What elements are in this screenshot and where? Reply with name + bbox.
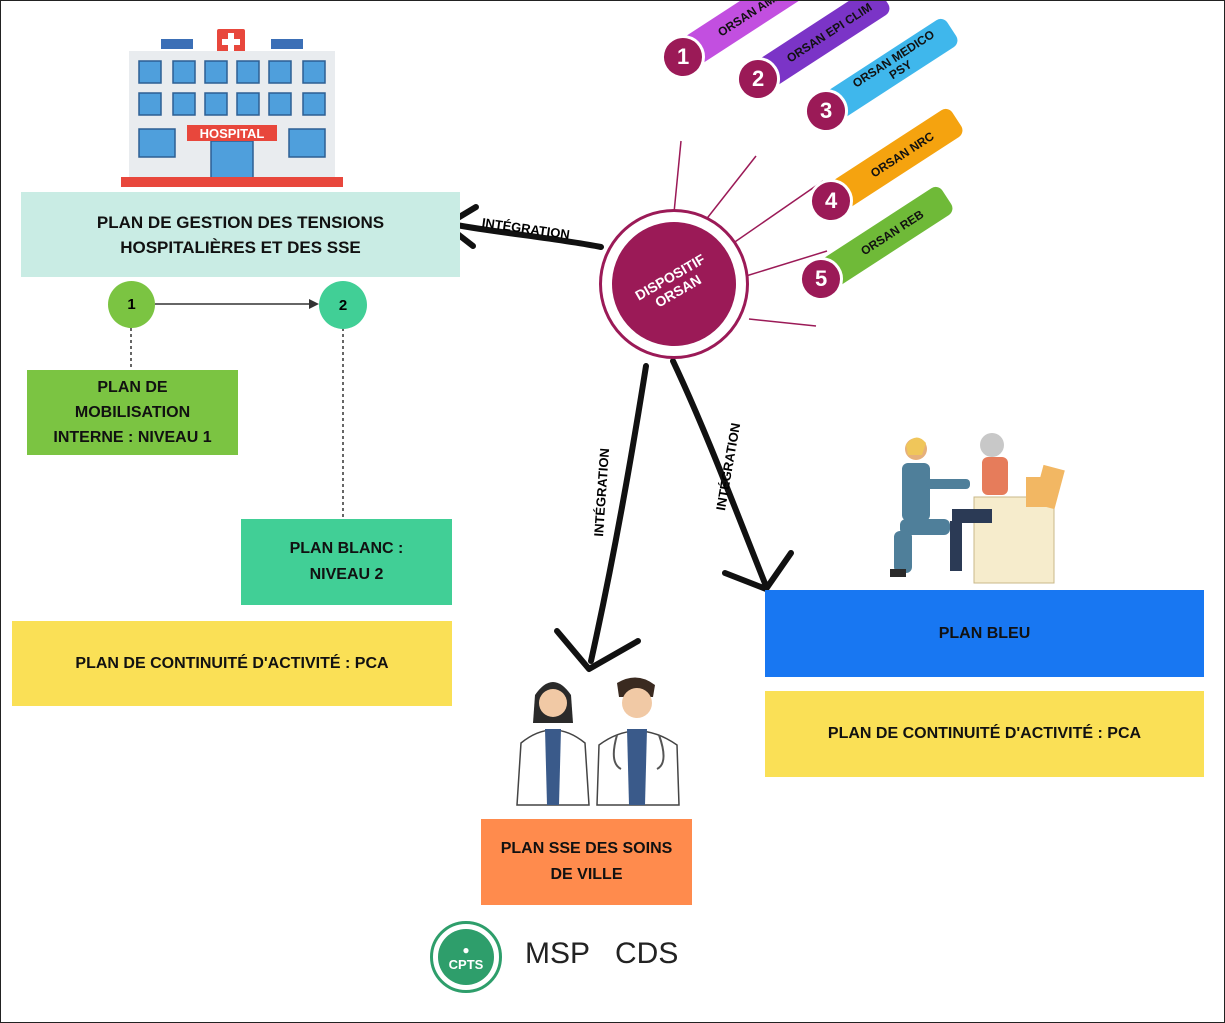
cpts-logo-core: ● CPTS (438, 929, 494, 985)
tensions-plan-box: PLAN DE GESTION DES TENSIONS HOSPITALIÈR… (21, 192, 460, 277)
orsan-badge-number-text: 2 (751, 66, 765, 91)
integration-arrow-right (670, 358, 769, 589)
step-one-number: 1 (127, 296, 136, 313)
step-two-number: 2 (338, 296, 348, 314)
hospital-sign: HOSPITAL (200, 126, 265, 141)
cpts-label: CPTS (448, 956, 484, 972)
plan-bleu-label: PLAN BLEU (938, 624, 1031, 642)
pin-icon: ● (462, 942, 470, 957)
orsan-badge-number-text: 3 (819, 98, 833, 123)
msp-label: MSP (525, 937, 591, 970)
sse-ville-label: PLAN SSE DES SOINS DE VILLE (500, 840, 673, 883)
orsan-hub: DISPOSITIF ORSAN (589, 199, 759, 369)
mobilisation-plan-label: PLAN DE MOBILISATION INTERNE : NIVEAU 1 (53, 379, 212, 446)
elderly-care-illustration (890, 433, 1065, 584)
integration-arrowhead-right (722, 550, 794, 592)
plan-blanc-box: PLAN BLANC : NIVEAU 2 (241, 519, 452, 605)
cds-label: CDS (615, 937, 679, 970)
orsan-badge-number-text: 5 (814, 266, 828, 291)
pca-right-box: PLAN DE CONTINUITÉ D'ACTIVITÉ : PCA (765, 691, 1204, 777)
step-two-badge: 2 (319, 281, 367, 329)
sse-ville-box: PLAN SSE DES SOINS DE VILLE (481, 819, 692, 905)
mobilisation-plan-box: PLAN DE MOBILISATION INTERNE : NIVEAU 1 (27, 370, 238, 455)
doctors-illustration (516, 677, 680, 806)
pca-left-box: PLAN DE CONTINUITÉ D'ACTIVITÉ : PCA (12, 621, 452, 706)
pca-left-label: PLAN DE CONTINUITÉ D'ACTIVITÉ : PCA (75, 654, 389, 672)
step-arrowhead (309, 299, 319, 309)
cpts-logo: ● CPTS (430, 921, 502, 993)
integration-arrowhead-down (554, 628, 641, 672)
step-one-badge: 1 (108, 281, 155, 328)
integration-arrow-left (453, 222, 604, 250)
orsan-badge-number-text: 4 (824, 188, 838, 213)
orsan-badge-number-text: 1 (676, 44, 690, 69)
plan-bleu-box: PLAN BLEU (765, 590, 1204, 677)
integration-arrow-down (588, 363, 649, 664)
plan-blanc-label: PLAN BLANC : NIVEAU 2 (289, 540, 404, 583)
hospital-illustration: HOSPITAL (121, 29, 343, 187)
pca-right-label: PLAN DE CONTINUITÉ D'ACTIVITÉ : PCA (827, 725, 1142, 742)
tensions-plan-label: PLAN DE GESTION DES TENSIONS HOSPITALIÈR… (96, 212, 385, 257)
